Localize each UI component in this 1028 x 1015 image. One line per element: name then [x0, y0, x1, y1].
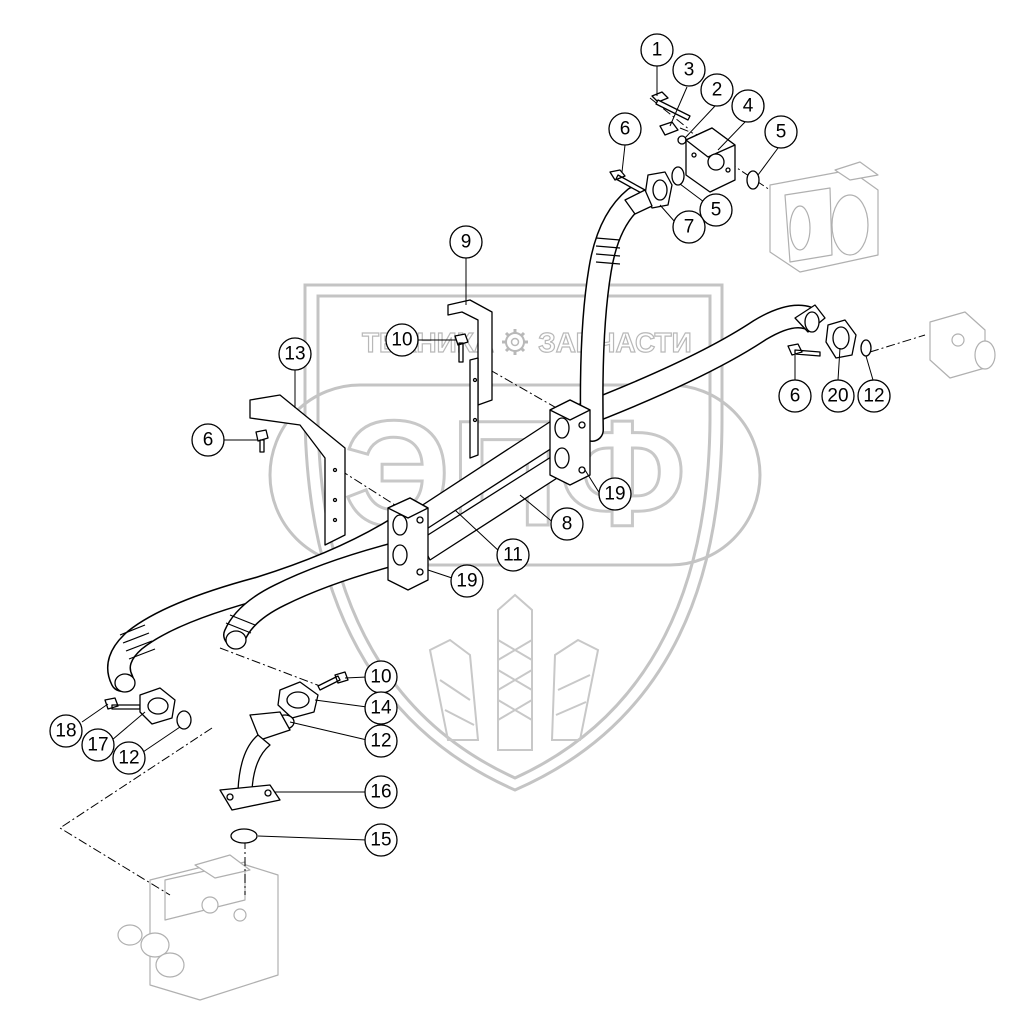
- washer-2: [677, 135, 687, 145]
- svg-text:5: 5: [711, 200, 722, 221]
- svg-text:16: 16: [370, 782, 391, 803]
- bolt-10-upper: [454, 333, 469, 363]
- svg-text:10: 10: [391, 330, 412, 351]
- bolt-6-left: [255, 429, 269, 453]
- svg-text:12: 12: [863, 386, 884, 407]
- hose-end-left: [114, 673, 136, 693]
- bolt-18: [104, 697, 141, 710]
- parts: [104, 91, 872, 844]
- callouts: 1 3 2 4 6 5 5 7 9 10 13 6 6 20 12 19 8 1…: [49, 33, 891, 857]
- svg-text:5: 5: [776, 122, 787, 143]
- svg-text:20: 20: [827, 386, 848, 407]
- callout-2: 2: [700, 73, 734, 107]
- gear-icon: [502, 329, 528, 355]
- callout-6-top: 6: [608, 112, 642, 146]
- callout-19-right: 19: [598, 477, 632, 511]
- callout-17: 17: [81, 728, 115, 762]
- svg-text:13: 13: [284, 344, 305, 365]
- callout-12-right: 12: [857, 379, 891, 413]
- pipe-clamp-19-right: [549, 399, 591, 486]
- callout-16: 16: [364, 775, 398, 809]
- svg-text:18: 18: [55, 721, 76, 742]
- svg-text:6: 6: [203, 430, 214, 451]
- svg-text:3: 3: [684, 60, 695, 81]
- callout-5-right: 5: [764, 115, 798, 149]
- clamp-half-14: [277, 681, 319, 719]
- callout-8: 8: [550, 507, 584, 541]
- callout-3: 3: [672, 53, 706, 87]
- bolt-1: [651, 91, 691, 121]
- svg-text:6: 6: [790, 386, 801, 407]
- pump-ghost-top-right: [769, 161, 879, 273]
- bolt-10-lower: [317, 671, 349, 691]
- oring-12-left: [176, 710, 192, 730]
- adapter-3: [659, 121, 679, 136]
- hose-end-bottom: [225, 630, 247, 650]
- callout-18: 18: [49, 714, 83, 748]
- callout-15: 15: [364, 823, 398, 857]
- elbow-tube-16: [219, 711, 291, 811]
- callout-6-right: 6: [778, 379, 812, 413]
- svg-text:6: 6: [620, 119, 631, 140]
- oring-5a: [671, 166, 685, 186]
- svg-text:17: 17: [87, 735, 108, 756]
- valve-ghost-right: [929, 311, 996, 379]
- clamp-half-17: [139, 687, 176, 725]
- pipe-clamp-19-left: [387, 497, 429, 591]
- callout-12-left: 12: [112, 741, 146, 775]
- leader-lines: [81, 66, 874, 841]
- callout-14: 14: [364, 691, 398, 725]
- svg-text:7: 7: [684, 217, 695, 238]
- callout-19-left: 19: [450, 564, 484, 598]
- svg-text:4: 4: [743, 96, 754, 117]
- callout-5-left: 5: [699, 193, 733, 227]
- bracket-9: [447, 299, 493, 459]
- svg-text:15: 15: [370, 830, 391, 851]
- callout-10-upper: 10: [385, 323, 419, 357]
- svg-text:10: 10: [370, 667, 391, 688]
- svg-text:19: 19: [456, 571, 477, 592]
- callout-13: 13: [278, 337, 312, 371]
- watermark-left-text: ТЕХНИКА: [362, 327, 494, 358]
- svg-text:12: 12: [370, 731, 391, 752]
- svg-text:12: 12: [118, 748, 139, 769]
- callout-10-lower: 10: [364, 660, 398, 694]
- svg-text:14: 14: [370, 698, 392, 719]
- distributor-ghost-bottom-left: [117, 854, 279, 1001]
- svg-text:8: 8: [562, 514, 573, 535]
- bolt-6-right: [787, 343, 821, 357]
- svg-text:2: 2: [712, 80, 723, 101]
- svg-text:1: 1: [652, 40, 663, 61]
- hose-fitting-right: [794, 304, 826, 333]
- callout-7: 7: [672, 210, 706, 244]
- callout-12-bottom: 12: [364, 724, 398, 758]
- hose-end-top: [624, 189, 653, 215]
- oring-15: [230, 828, 258, 844]
- flange-4: [685, 127, 736, 193]
- bracket-13: [249, 394, 346, 546]
- svg-text:9: 9: [461, 232, 472, 253]
- watermark-right-text: ЗАПЧАСТИ: [538, 327, 691, 358]
- callout-4: 4: [731, 89, 765, 123]
- clamp-half-20: [825, 319, 857, 359]
- callout-20: 20: [821, 379, 855, 413]
- callout-1: 1: [640, 33, 674, 67]
- oring-12-right: [860, 339, 872, 357]
- oring-5b: [746, 170, 760, 190]
- callout-11: 11: [496, 538, 530, 572]
- watermark-emblem: [428, 593, 600, 751]
- callout-9: 9: [449, 225, 483, 259]
- svg-text:11: 11: [503, 545, 523, 566]
- callout-6-left: 6: [191, 423, 225, 457]
- hose-lines: [107, 186, 820, 692]
- svg-text:19: 19: [604, 484, 625, 505]
